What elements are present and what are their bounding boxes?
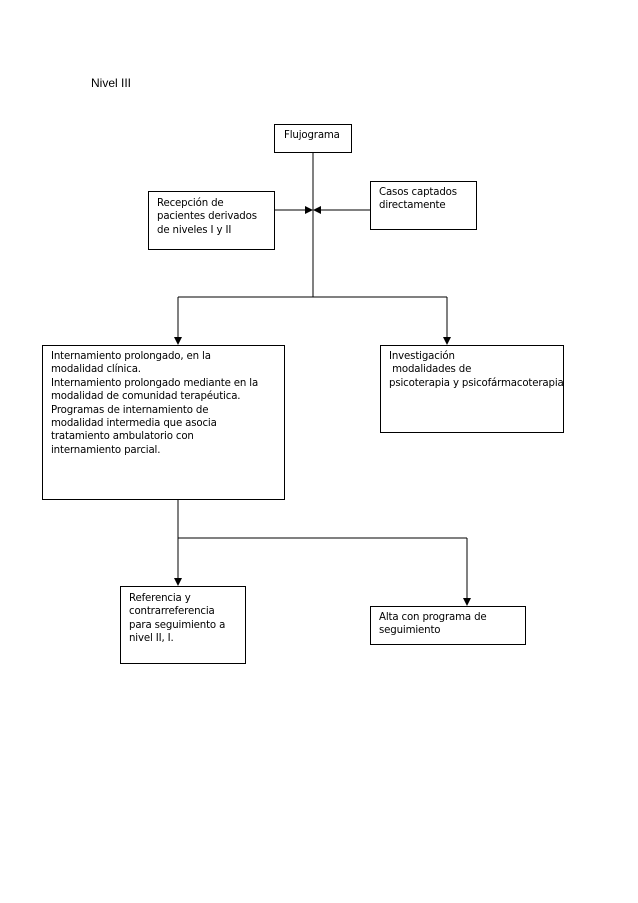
node-casos-line-0: Casos captados <box>379 187 457 198</box>
node-alta-line-1: seguimiento <box>379 625 441 637</box>
node-referencia: Referencia y contrarreferencia para segu… <box>120 586 246 664</box>
node-casos-captados: Casos captados directamente <box>370 181 477 230</box>
node-internamiento-line-3: modalidad de comunidad terapéutica. <box>51 391 241 403</box>
node-internamiento-line-6: tratamiento ambulatorio con <box>51 431 194 443</box>
node-referencia-line-1: contrarreferencia <box>129 606 215 618</box>
node-investigacion: Investigación modalidades de psicoterapi… <box>380 345 564 433</box>
node-recepcion-line-2: de niveles I y II <box>157 224 232 236</box>
node-investigacion-line-2: psicoterapia y psicofármacoterapia <box>389 377 564 389</box>
node-flujograma: Flujograma <box>274 124 352 153</box>
node-recepcion-line-0: Recepción de <box>157 198 224 209</box>
node-referencia-line-3: nivel II, I. <box>129 633 174 645</box>
node-internamiento-line-4: Programas de internamiento de <box>51 404 209 416</box>
node-investigacion-line-1: modalidades de <box>389 364 472 376</box>
node-internamiento-line-7: internamiento parcial. <box>51 444 161 456</box>
node-internamiento-line-5: modalidad intermedia que asocia <box>51 418 217 430</box>
node-internamiento-line-0: Internamiento prolongado, en la <box>51 351 211 362</box>
node-internamiento: Internamiento prolongado, en la modalida… <box>42 345 285 500</box>
node-alta-line-0: Alta con programa de <box>379 612 487 623</box>
node-recepcion: Recepción de pacientes derivados de nive… <box>148 191 275 250</box>
node-referencia-line-2: para seguimiento a <box>129 619 226 631</box>
node-casos-line-1: directamente <box>379 200 446 212</box>
node-recepcion-line-1: pacientes derivados <box>157 211 257 223</box>
node-alta: Alta con programa de seguimiento <box>370 606 526 645</box>
page-heading: Nivel III <box>91 76 132 90</box>
node-internamiento-line-2: Internamiento prolongado mediante en la <box>51 377 259 389</box>
node-internamiento-line-1: modalidad clínica. <box>51 364 141 376</box>
node-flujograma-line-0: Flujograma <box>284 130 340 141</box>
node-referencia-line-0: Referencia y <box>129 593 191 604</box>
node-investigacion-line-0: Investigación <box>389 351 455 362</box>
